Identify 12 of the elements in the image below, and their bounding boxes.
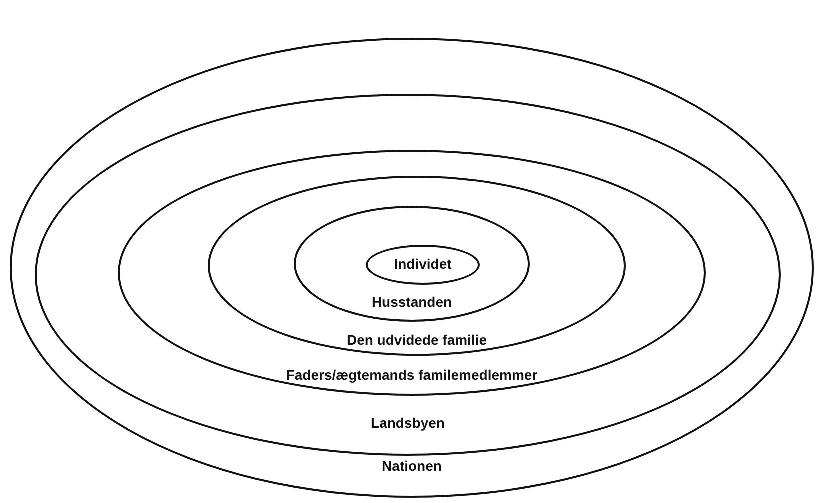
ring-label: Husstanden xyxy=(372,293,452,311)
ring-label: Faders/ægtemands familemedlemmer xyxy=(286,366,538,384)
ellipse-ring xyxy=(208,176,626,356)
ring-label: Nationen xyxy=(382,457,442,475)
ring-label: Den udvidede familie xyxy=(346,331,488,349)
ellipse-ring xyxy=(294,206,530,322)
ellipse-ring xyxy=(366,245,480,285)
ring-label: Individet xyxy=(394,255,452,273)
ellipse-ring xyxy=(118,150,706,396)
ellipse-ring xyxy=(10,38,814,498)
ellipse-ring xyxy=(35,94,781,456)
ring-label: Landsbyen xyxy=(371,414,445,432)
